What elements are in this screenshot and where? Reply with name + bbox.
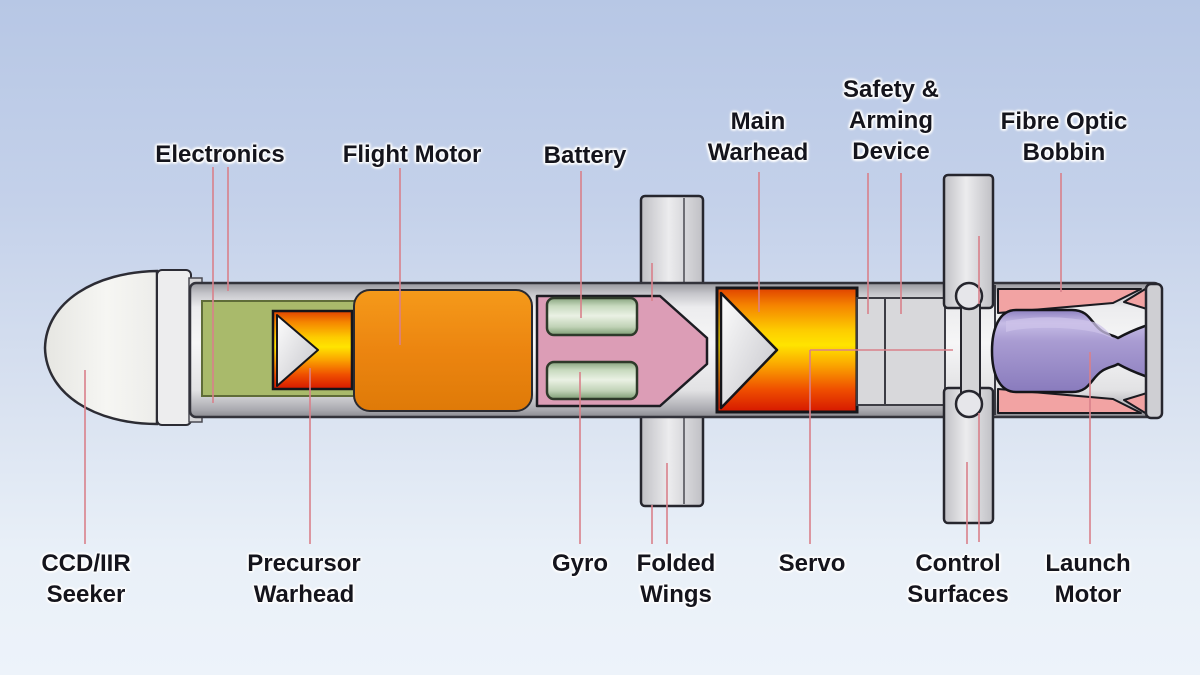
precursor-chevron [276,314,319,387]
safety-arming-device [856,297,946,406]
label-electronics: Electronics [155,141,285,168]
control-surfaces-strut [942,173,995,525]
label-flight-motor: Flight Motor [342,141,482,168]
main-warhead [715,286,859,414]
main-warhead-chevron [719,291,779,410]
tail-end-cap [1144,282,1164,420]
label-battery: Battery [543,142,627,169]
label-main-warhead: Main Warhead [707,108,809,166]
seeker-dome [43,269,159,426]
label-ccd-iir-seeker: CCD/IIR Seeker [41,550,131,608]
hinge-pivot-upper [954,281,984,311]
label-folded-wings: Folded Wings [636,550,716,608]
battery-cell [545,296,639,337]
label-safety-arming: Safety & Arming Device [842,76,940,165]
label-launch-motor: Launch Motor [1045,550,1131,608]
label-fibre-optic-bobbin: Fibre Optic Bobbin [1000,108,1128,166]
precursor-warhead [271,309,354,391]
flight-motor [353,289,533,412]
gyro-cell [545,360,639,401]
launch-motor-nozzle [990,308,1150,394]
seeker-collar [156,269,192,426]
label-precursor-warhead: Precursor Warhead [247,550,361,608]
label-gyro: Gyro [551,550,609,577]
fibre-optic-bobbin-bottom [997,388,1148,415]
leader-lines [84,167,1091,544]
hinge-pivot-lower [954,389,984,419]
label-control-surfaces: Control Surfaces [907,550,1009,608]
fibre-optic-bobbin-top [997,287,1148,314]
label-servo: Servo [778,550,846,577]
